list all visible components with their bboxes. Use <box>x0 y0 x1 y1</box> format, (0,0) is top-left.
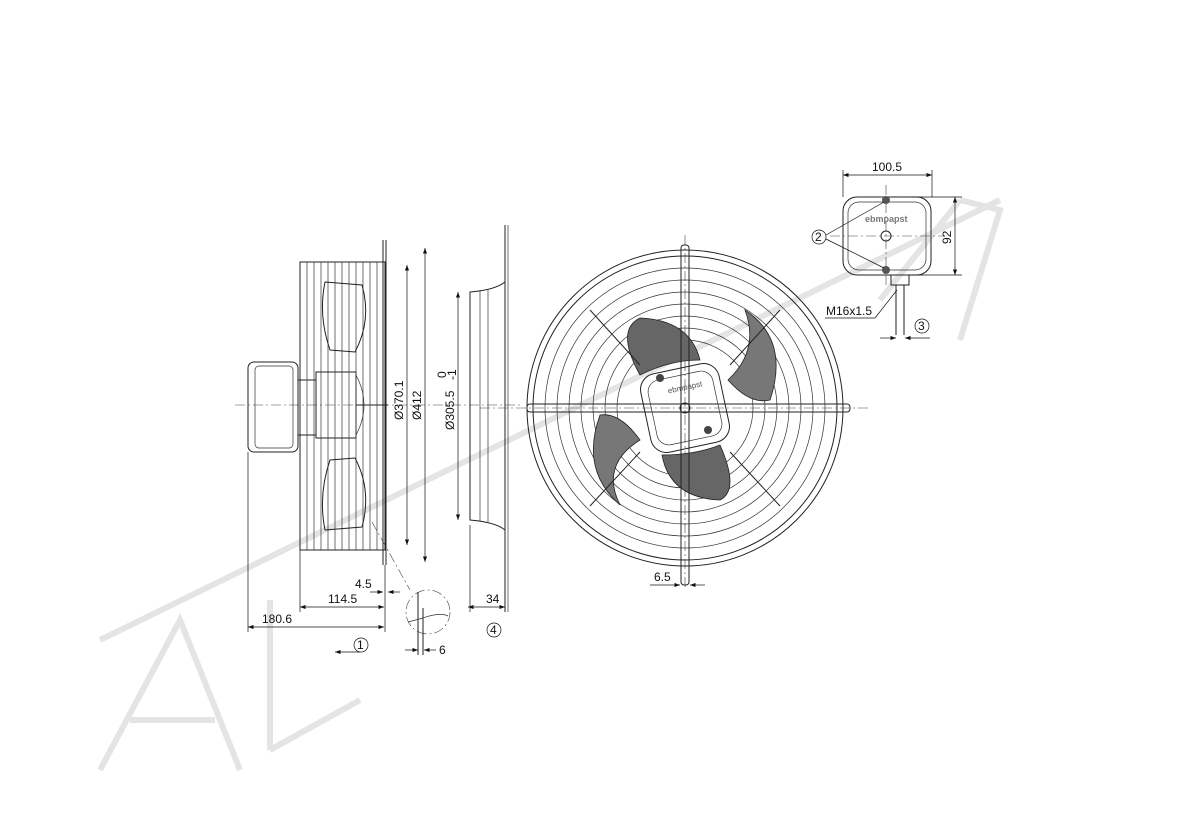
dim-nozzle-diameter: Ø305.5 <box>443 390 457 430</box>
dim-box-height: 92 <box>940 230 954 244</box>
dim-gap: 4.5 <box>355 577 372 591</box>
terminal-box-view: ebmpapst 100.5 92 2 M16x1.5 3 <box>811 160 962 341</box>
tolerance-lower: -1 <box>445 369 459 380</box>
cable-gland-label: M16x1.5 <box>826 304 872 318</box>
front-brand-label: ebmpapst <box>667 379 704 395</box>
dim-flange-diameter: Ø412 <box>410 390 424 420</box>
dim-wire: 6.5 <box>654 570 671 584</box>
detail-circle <box>405 589 451 635</box>
dim-box-width: 100.5 <box>872 160 902 174</box>
brand-label: ebmpapst <box>865 214 908 224</box>
nozzle-view: Ø305.5 0 -1 34 4 <box>435 225 509 638</box>
watermark <box>97 197 1004 772</box>
side-dimensions: Ø370.1 Ø412 4.5 114.5 180.6 1 6 <box>247 248 451 657</box>
dim-total-depth: 180.6 <box>262 612 292 626</box>
side-view <box>235 240 520 565</box>
detail-dim: 6 <box>439 643 446 657</box>
nozzle-marker: 4 <box>490 623 497 637</box>
front-view: ebmpapst 6.5 <box>480 235 870 590</box>
dim-guard-depth: 114.5 <box>328 592 357 606</box>
tolerance-upper: 0 <box>435 371 449 378</box>
dim-guard-diameter: Ø370.1 <box>392 380 406 420</box>
dim-nozzle-depth: 34 <box>486 592 500 606</box>
airflow-marker: 1 <box>357 638 364 652</box>
screw-marker: 2 <box>815 230 822 244</box>
cable-marker: 3 <box>918 319 925 333</box>
